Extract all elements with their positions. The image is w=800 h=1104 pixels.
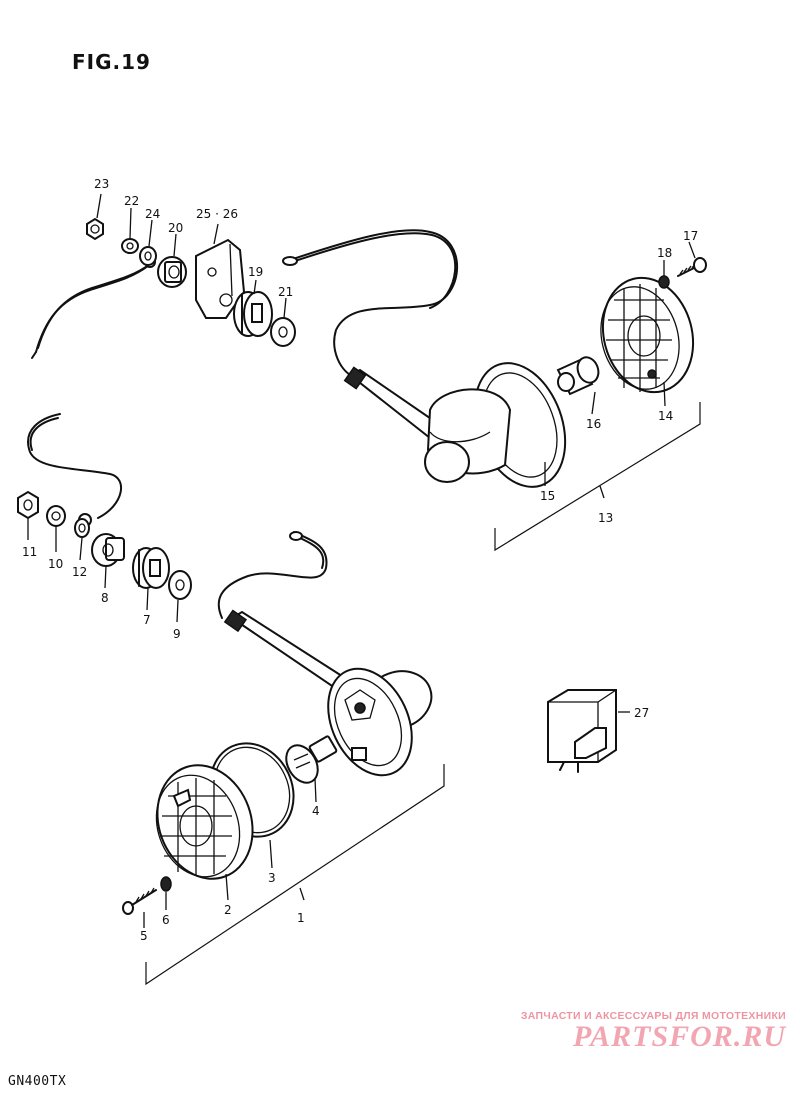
relay-27-shape: [547, 689, 617, 773]
callout-23: 23: [94, 177, 109, 191]
front-lens-2-shape: [155, 764, 254, 880]
assembly-bracket-13: [494, 402, 701, 552]
rear-lens-14-shape: [600, 276, 695, 394]
rear-signal-stem: [343, 366, 442, 440]
washer-24-shape: [139, 246, 157, 266]
callout-1: 1: [297, 911, 305, 925]
nut-11-shape: [17, 490, 39, 520]
rear-wire-long: [282, 229, 458, 379]
watermark: ЗАПЧАСТИ И АКСЕССУАРЫ ДЛЯ МОТОТЕХНИКИ PA…: [521, 1010, 786, 1054]
callout-17: 17: [683, 229, 698, 243]
washer-10-shape: [46, 505, 66, 527]
front-wire-left: [27, 413, 122, 527]
callout-19: 19: [248, 265, 263, 279]
callout-27: 27: [634, 706, 649, 720]
bushing-8-shape: [91, 533, 125, 567]
rear-housing-15-shape: [424, 362, 567, 488]
callout-3: 3: [268, 871, 276, 885]
callout-18: 18: [657, 246, 672, 260]
callout-9: 9: [173, 627, 181, 641]
callout-2: 2: [224, 903, 232, 917]
washer-6-shape: [160, 876, 172, 892]
assembly-bracket-1: [145, 764, 445, 986]
callout-5: 5: [140, 929, 148, 943]
watermark-logo: PARTSFOR.RU: [573, 1020, 786, 1053]
figure-title: FIG.19: [72, 50, 151, 74]
nut-23-shape: [86, 217, 104, 241]
leader-lines: [27, 193, 696, 928]
callout-14: 14: [658, 409, 673, 423]
grommet-7-shape: [132, 547, 170, 589]
screw-5-shape: [122, 887, 157, 915]
washer-18-shape: [658, 275, 670, 289]
washer-22-shape: [121, 238, 139, 254]
callout-11: 11: [22, 545, 37, 559]
callout-10: 10: [48, 557, 63, 571]
callout-21: 21: [278, 285, 293, 299]
callout-8: 8: [101, 591, 109, 605]
front-wire-long: [217, 531, 328, 619]
callout-13: 13: [598, 511, 613, 525]
washer-21-shape: [270, 317, 296, 347]
rear-wire-left: [31, 256, 156, 359]
callout-labels: 23 22 24 20 25 · 26 19 21 18 17 16 14 15…: [22, 177, 698, 943]
callout-16: 16: [586, 417, 601, 431]
model-code: GN400TX: [8, 1074, 67, 1089]
callout-22: 22: [124, 194, 139, 208]
callout-4: 4: [312, 804, 320, 818]
washer-9-shape: [168, 570, 192, 600]
bulb-16-shape: [556, 356, 600, 396]
callout-6: 6: [162, 913, 170, 927]
bulb-4-shape: [285, 735, 338, 784]
bushing-20-shape: [157, 256, 187, 288]
watermark-tagline: ЗАПЧАСТИ И АКСЕССУАРЫ ДЛЯ МОТОТЕХНИКИ: [520, 1010, 786, 1022]
front-signal-stem: [223, 609, 347, 692]
callout-15: 15: [540, 489, 555, 503]
callout-20: 20: [168, 221, 183, 235]
grommet-19-shape: [233, 291, 273, 337]
callout-25-26: 25 · 26: [196, 207, 238, 221]
front-housing-shape: [327, 667, 433, 777]
callout-12: 12: [72, 565, 87, 579]
washer-12-shape: [74, 518, 90, 538]
callout-24: 24: [145, 207, 160, 221]
callout-7: 7: [143, 613, 151, 627]
screw-17-shape: [677, 257, 707, 277]
